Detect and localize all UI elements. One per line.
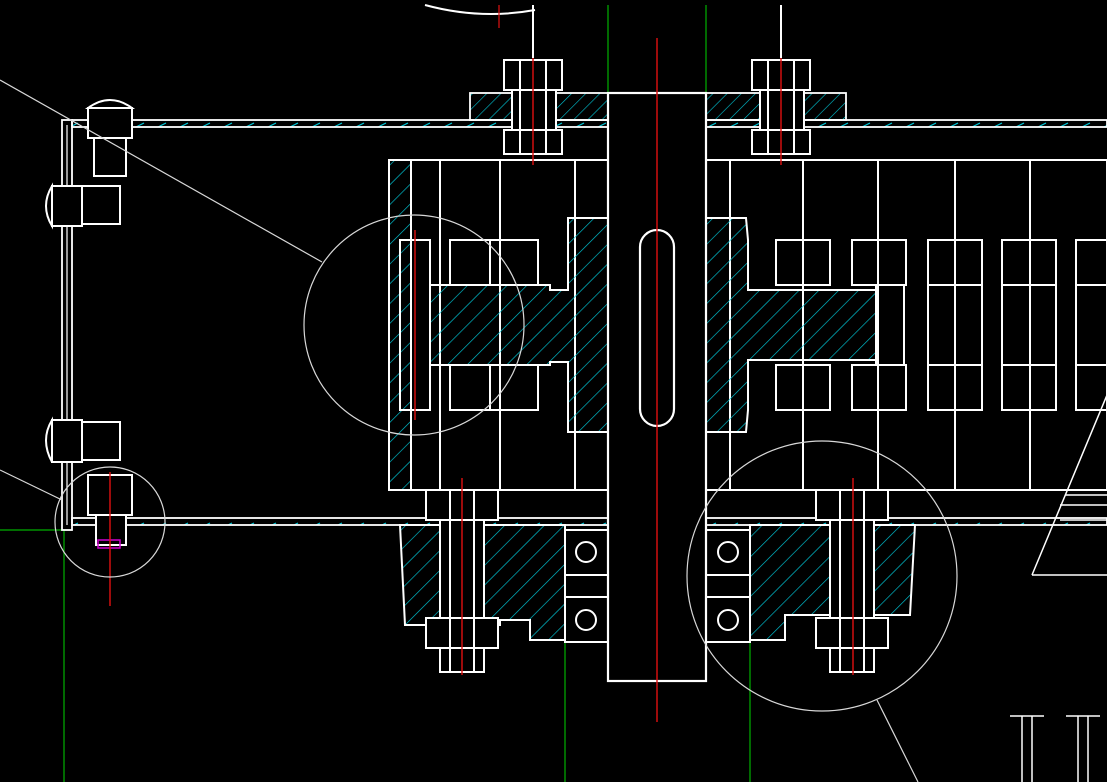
right-partial-view	[1010, 394, 1107, 782]
detail-circle-b	[54, 466, 166, 578]
end-cap-marker	[97, 539, 121, 549]
bolt-shanks	[532, 5, 782, 58]
end-cap-bolts[interactable]	[45, 99, 136, 546]
bottom-bolt-right[interactable]	[815, 489, 889, 673]
spur-gear-hub[interactable]	[388, 159, 877, 491]
gear-rack-teeth[interactable]	[388, 159, 1107, 491]
detail-circle-a	[303, 214, 525, 436]
detail-circles[interactable]	[0, 79, 958, 782]
detail-circle-c	[686, 440, 958, 712]
top-arc-outline	[424, 4, 536, 15]
